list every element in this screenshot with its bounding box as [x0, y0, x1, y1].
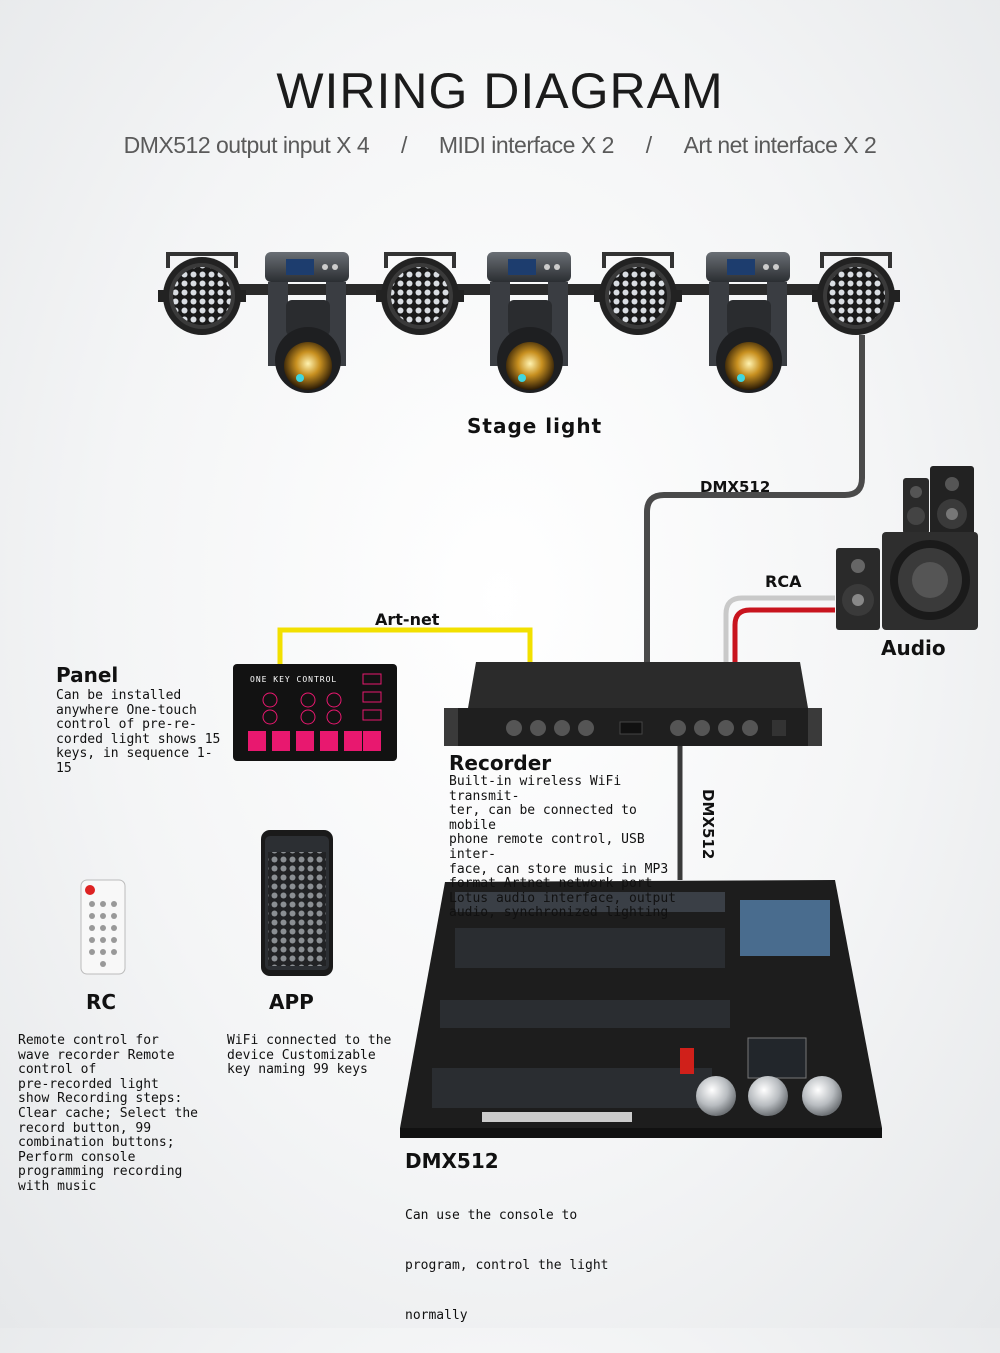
par-light-icon — [158, 252, 246, 335]
panel-description: Can be installed anywhere One-touch cont… — [56, 688, 221, 776]
console-icon — [400, 880, 882, 1138]
dmx-cable-label: DMX512 — [700, 478, 771, 496]
artnet-cable-label: Art-net — [375, 610, 440, 629]
rca-cable-white — [723, 595, 835, 664]
speaker-icon — [836, 466, 978, 630]
console-description: Can use the console to program, control … — [405, 1178, 609, 1353]
subtitle-dmx: DMX512 output input X 4 — [123, 132, 370, 158]
recorder-description: Built-in wireless WiFi transmit- ter, ca… — [449, 774, 676, 921]
subtitle-separator: / — [645, 132, 652, 158]
artnet-cable — [277, 627, 533, 665]
panel-label: Panel — [56, 663, 119, 687]
truss-bar — [205, 284, 855, 295]
subtitle: DMX512 output input X 4 / MIDI interface… — [0, 132, 1000, 159]
subtitle-midi: MIDI interface X 2 — [438, 132, 615, 158]
stage-light-label: Stage light — [467, 414, 603, 438]
console-description-line: normally — [405, 1308, 468, 1323]
remote-control-icon — [80, 879, 126, 975]
subtitle-artnet: Art net interface X 2 — [683, 132, 877, 158]
moving-head-icon — [706, 252, 790, 393]
par-light-icon — [376, 252, 464, 335]
par-light-icon — [594, 252, 682, 335]
console-description-line: Can use the console to — [405, 1208, 578, 1223]
dmx-cable — [644, 335, 865, 664]
app-description: WiFi connected to the device Customizabl… — [227, 1033, 392, 1078]
recorder-label: Recorder — [449, 751, 552, 775]
panel-device-icon — [233, 664, 397, 761]
phone-icon — [261, 830, 333, 976]
subtitle-separator: / — [401, 132, 407, 158]
app-label: APP — [269, 990, 314, 1014]
rca-cable-label: RCA — [765, 572, 802, 591]
console-description-line: program, control the light — [405, 1258, 609, 1273]
rc-label: RC — [86, 990, 117, 1014]
page-title: WIRING DIAGRAM — [276, 63, 724, 119]
recorder-device-icon — [444, 662, 822, 746]
par-light-icon — [812, 252, 900, 335]
rc-description: Remote control for wave recorder Remote … — [18, 1033, 199, 1194]
moving-head-icon — [265, 252, 349, 393]
audio-label: Audio — [881, 636, 946, 660]
dmx-vertical-label: DMX512 — [699, 789, 717, 860]
console-label: DMX512 — [405, 1149, 499, 1173]
rca-cable-red — [732, 607, 835, 664]
panel-device-title: ONE KEY CONTROL — [250, 675, 338, 684]
moving-head-icon — [487, 252, 571, 393]
